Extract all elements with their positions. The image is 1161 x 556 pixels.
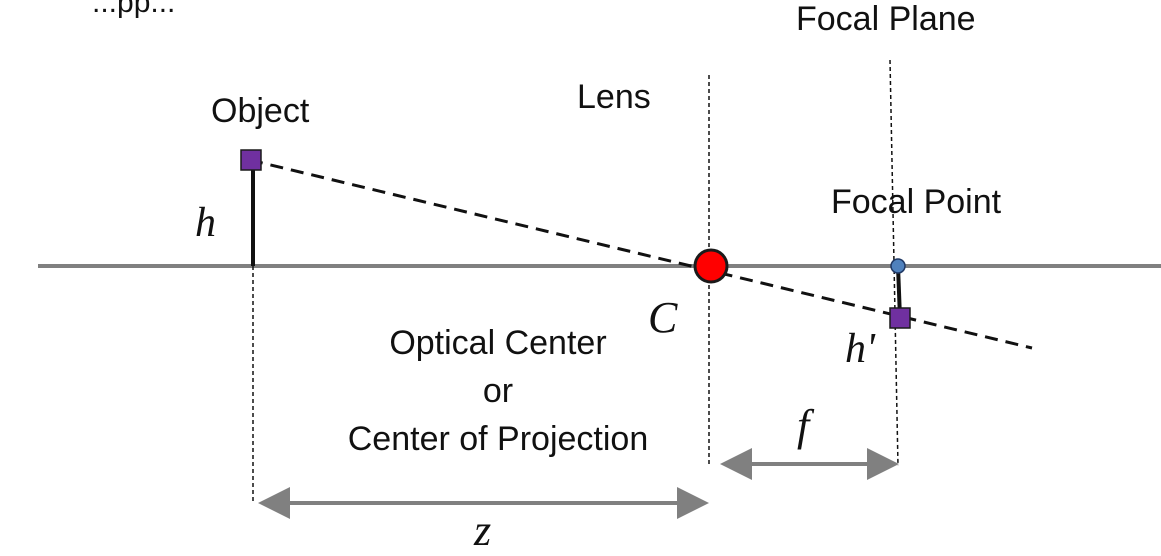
symbol-z: z xyxy=(473,506,491,555)
image-marker xyxy=(889,307,911,329)
optical-center-dot xyxy=(693,248,729,284)
focal-point-dot xyxy=(890,258,906,274)
optical-center-or: or xyxy=(483,372,513,410)
object-marker xyxy=(240,149,262,171)
symbol-h-prime: h' xyxy=(845,326,876,372)
symbol-c: C xyxy=(648,293,678,342)
symbol-f: f xyxy=(797,401,815,450)
focal-point-label: Focal Point xyxy=(831,183,1002,221)
optical-center-label: Optical Center xyxy=(389,324,606,362)
partial-title: ...pp... xyxy=(92,0,175,19)
focal-plane-label: Focal Plane xyxy=(796,0,976,38)
projection-ray xyxy=(249,158,1033,350)
symbol-h: h xyxy=(195,200,216,246)
center-of-projection-label: Center of Projection xyxy=(348,420,649,458)
lens-label: Lens xyxy=(577,78,651,116)
object-label: Object xyxy=(211,92,310,130)
